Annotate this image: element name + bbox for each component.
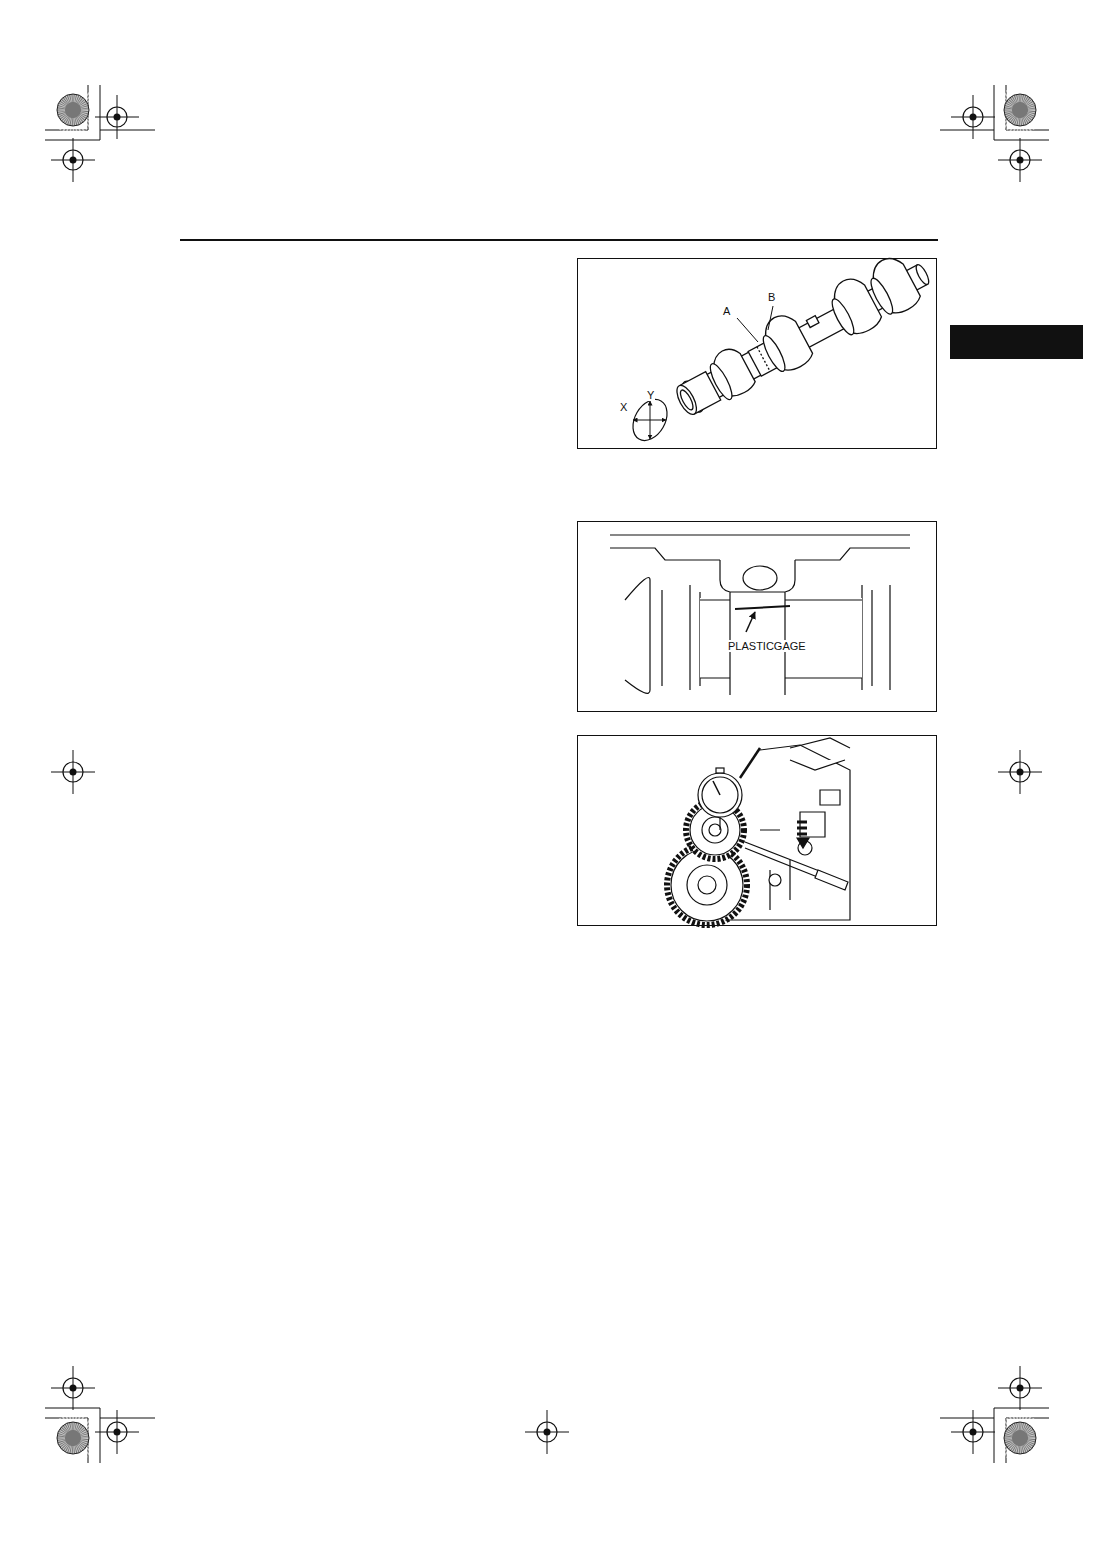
page-art-part: [951, 95, 995, 139]
gear-backlash-figure-part: [671, 849, 743, 921]
page-art-part: [51, 750, 95, 794]
header-rule: [180, 239, 938, 241]
gear-backlash-figure-part: [716, 768, 724, 773]
gear-backlash-figure-part: [578, 736, 937, 926]
camshaft-figure: [578, 245, 938, 449]
camshaft-figure-part: [737, 306, 773, 342]
page-art-part: [1004, 1422, 1036, 1454]
camshaft-figure-part-part: [706, 361, 735, 402]
gear-backlash-figure-part: [713, 781, 720, 795]
gear-backlash-figure: [578, 736, 937, 926]
camshaft-figure-part-part: [867, 252, 923, 317]
plastigage-figure-part: [720, 560, 795, 695]
page-art-part: [95, 95, 139, 139]
page-art-part: [998, 1366, 1042, 1410]
gear-backlash-figure-part: [740, 748, 760, 778]
callout-letter: A: [722, 305, 731, 317]
page-art-part: [1004, 94, 1036, 126]
page-art-part: [57, 1422, 89, 1454]
gear-backlash-figure-part: [698, 773, 742, 817]
gear-backlash-figure-part: [709, 824, 721, 836]
camshaft-figure-part-part: [678, 388, 695, 411]
page-art-part: [57, 94, 89, 126]
gear-backlash-figure-part: [769, 874, 781, 886]
camshaft-figure-part-part: [673, 383, 700, 418]
gear-backlash-figure-part: [797, 822, 807, 834]
camshaft-figure-part: [666, 245, 938, 425]
page-art-part: [951, 1410, 995, 1454]
plastigage-figure-part: [735, 606, 790, 609]
camshaft-figure-part: [626, 393, 674, 446]
camshaft-figure-part-part: [828, 296, 857, 337]
axis-letter: Y: [646, 389, 655, 401]
plastigage-figure-part: [610, 535, 910, 560]
callout-letter: B: [767, 291, 776, 303]
gear-backlash-figure-part: [745, 842, 822, 878]
page-art-part: [51, 1366, 95, 1410]
section-tab: [950, 325, 1083, 359]
camshaft-figure-part-part: [806, 316, 819, 328]
crop-marks: [45, 85, 1049, 1463]
crop-marks-part: [45, 1408, 155, 1463]
plastigage-figure-part: [625, 578, 650, 694]
gear-backlash-figure-part: [797, 838, 809, 848]
plastigage-figure-part: [578, 522, 937, 712]
gear-backlash-figure-part: [719, 817, 720, 830]
gear-backlash-figure-part: [702, 777, 738, 813]
camshaft-figure-part-part: [914, 263, 931, 286]
part-label: PLASTICGAGE: [727, 640, 807, 652]
page-art-part: [998, 750, 1042, 794]
page-art-part: [525, 1410, 569, 1454]
gear-backlash-figure-part: [687, 865, 727, 905]
page-art-part: [95, 1410, 139, 1454]
plastigage-figure: [578, 522, 937, 712]
crop-marks-part: [940, 1408, 1049, 1463]
crop-marks-part: [45, 85, 155, 140]
crop-marks-part: [940, 85, 1049, 140]
camshaft-figure-part-part: [759, 333, 788, 374]
gear-backlash-figure-part: [760, 760, 845, 910]
gear-backlash-figure-part: [815, 870, 848, 890]
plastigage-figure-part: [862, 585, 890, 690]
plastigage-figure-part: [700, 600, 862, 678]
camshaft-figure-part: [650, 401, 651, 439]
page-art-part: [51, 138, 95, 182]
gear-backlash-figure-part: [702, 817, 728, 843]
plastigage-figure-part: [700, 598, 862, 678]
page-art-part: [998, 138, 1042, 182]
plastigage-figure-part: [746, 612, 755, 632]
gear-backlash-figure-part: [698, 876, 716, 894]
gear-backlash-figure-part: [790, 738, 850, 748]
plastigage-figure-part: [650, 580, 700, 690]
camshaft-figure-part-part: [867, 276, 896, 317]
plastigage-figure-part: [743, 566, 777, 590]
axis-letter: X: [619, 401, 628, 413]
camshaft-figure-part: [578, 259, 937, 449]
